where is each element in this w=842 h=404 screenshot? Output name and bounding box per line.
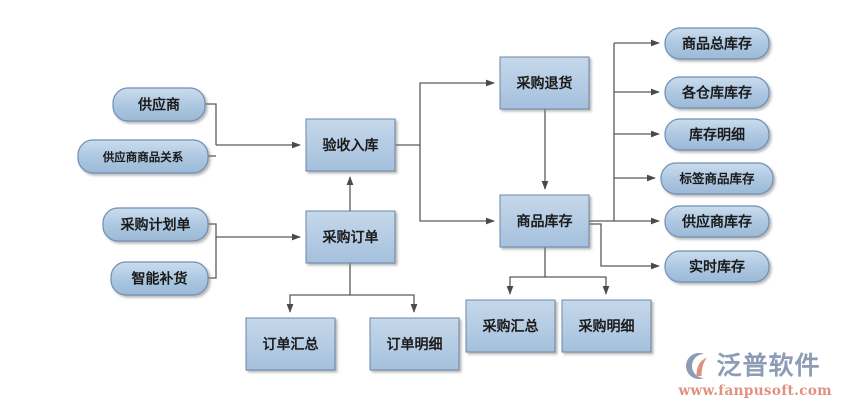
watermark-url: www.fanpusoft.com [678,382,832,399]
connector-order-to-orderdetail [350,294,418,313]
node-shape-purchase-plan [102,207,209,242]
connector-inventory-to-detail [545,276,610,295]
connector-supplier-to-bus [205,103,217,145]
connector-receive-to-return [395,79,495,146]
node-inventory-detail[interactable]: 库存明细 [664,118,770,151]
node-purchase-return[interactable]: 采购退货 [499,56,590,110]
node-order-detail[interactable]: 订单明细 [369,317,460,371]
node-tag-goods-inventory[interactable]: 标签商品库存 [660,162,774,195]
node-receive-inbound[interactable]: 验收入库 [305,118,396,172]
node-shape-supplier-inventory [664,205,770,238]
node-shape-goods-inventory [499,194,590,248]
connector-inventory-to-fanout-bus [589,43,615,222]
node-shape-smart-replenish [110,261,209,296]
node-shape-order-summary [245,317,336,371]
node-purchase-detail[interactable]: 采购明细 [561,299,652,353]
node-smart-replenish[interactable]: 智能补货 [110,261,209,296]
node-total-inventory[interactable]: 商品总库存 [664,27,770,60]
node-shape-purchase-order [305,210,396,264]
node-purchase-order[interactable]: 采购订单 [305,210,396,264]
node-purchase-summary[interactable]: 采购汇总 [465,299,556,353]
node-supplier-inventory[interactable]: 供应商库存 [664,205,770,238]
node-order-summary[interactable]: 订单汇总 [245,317,336,371]
node-shape-total-inventory [664,27,770,60]
watermark: 泛普软件 www.fanpusoft.com [679,349,835,399]
watermark-brand: 泛普软件 [716,351,821,380]
node-shape-purchase-detail [561,299,652,353]
connector-plan-to-bus [208,223,217,237]
fanpu-logo-icon [679,349,713,383]
node-shape-tag-goods-inventory [660,162,774,195]
node-realtime-inventory[interactable]: 实时库存 [664,250,770,283]
node-warehouse-inventory[interactable]: 各仓库库存 [664,76,770,109]
connector-receive-to-inventory [419,145,495,225]
watermark-row: 泛普软件 [679,349,835,383]
node-supplier-goods-relation[interactable]: 供应商商品关系 [77,139,209,174]
node-shape-purchase-return [499,56,590,110]
node-shape-warehouse-inventory [664,76,770,109]
connector-order-to-ordersummary [286,263,351,313]
connectors-layer [205,39,660,313]
node-shape-supplier-goods-relation [77,139,209,174]
node-goods-inventory[interactable]: 商品库存 [499,194,590,248]
node-shape-realtime-inventory [664,250,770,283]
node-purchase-plan[interactable]: 采购计划单 [102,207,209,242]
node-shape-supplier [112,87,206,122]
node-supplier[interactable]: 供应商 [112,87,206,122]
node-shape-inventory-detail [664,118,770,151]
node-shape-purchase-summary [465,299,556,353]
node-shape-receive-inbound [305,118,396,172]
connector-inventory-to-summary [506,247,546,295]
connector-inventory-to-realtime [589,223,660,270]
node-shape-order-detail [369,317,460,371]
connector-replenish-to-bus [208,237,217,279]
